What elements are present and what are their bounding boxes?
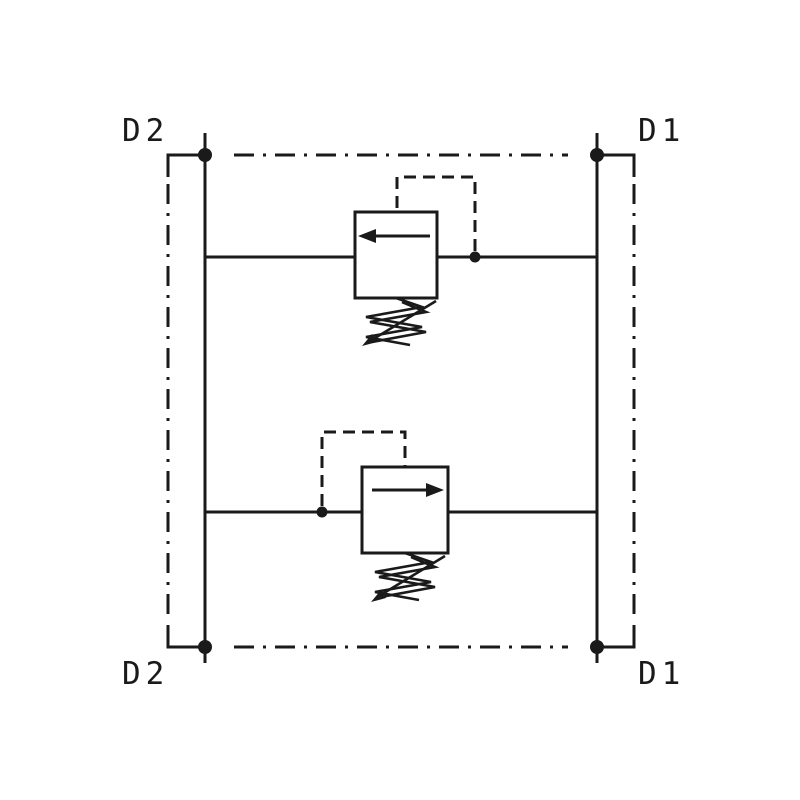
pilot-tap-dot — [469, 251, 481, 263]
junction-dot — [198, 640, 212, 654]
valve-body-square — [353, 210, 439, 300]
manifold-boundary — [166, 153, 636, 649]
boundary-corner-bottom-left — [166, 625, 205, 649]
relief-valve-lower — [206, 430, 596, 602]
boundary-corner-bottom-right — [597, 625, 636, 649]
adjustable-spring-icon — [362, 296, 437, 347]
junction-dot — [590, 148, 604, 162]
port-labels: D2 D1 D2 D1 — [122, 113, 685, 692]
junction-dot — [198, 148, 212, 162]
junction-dot — [590, 640, 604, 654]
relief-valve-upper — [206, 175, 596, 347]
port-label-d2-top: D2 — [122, 113, 169, 149]
port-label-d1-bottom: D1 — [638, 656, 685, 692]
boundary-corner-top-right — [597, 153, 636, 177]
flow-arrow-left-icon — [358, 229, 430, 243]
valve-body-square — [360, 465, 450, 555]
pilot-line-dashed — [320, 430, 407, 506]
right-rail-d1 — [590, 133, 604, 663]
adjustable-spring-icon — [371, 551, 446, 602]
left-rail-d2 — [198, 133, 212, 663]
flow-arrow-right-icon — [372, 483, 444, 497]
pilot-tap-dot — [316, 506, 328, 518]
port-label-d1-top: D1 — [638, 113, 685, 149]
port-label-d2-bottom: D2 — [122, 656, 169, 692]
boundary-corner-top-left — [166, 153, 205, 177]
